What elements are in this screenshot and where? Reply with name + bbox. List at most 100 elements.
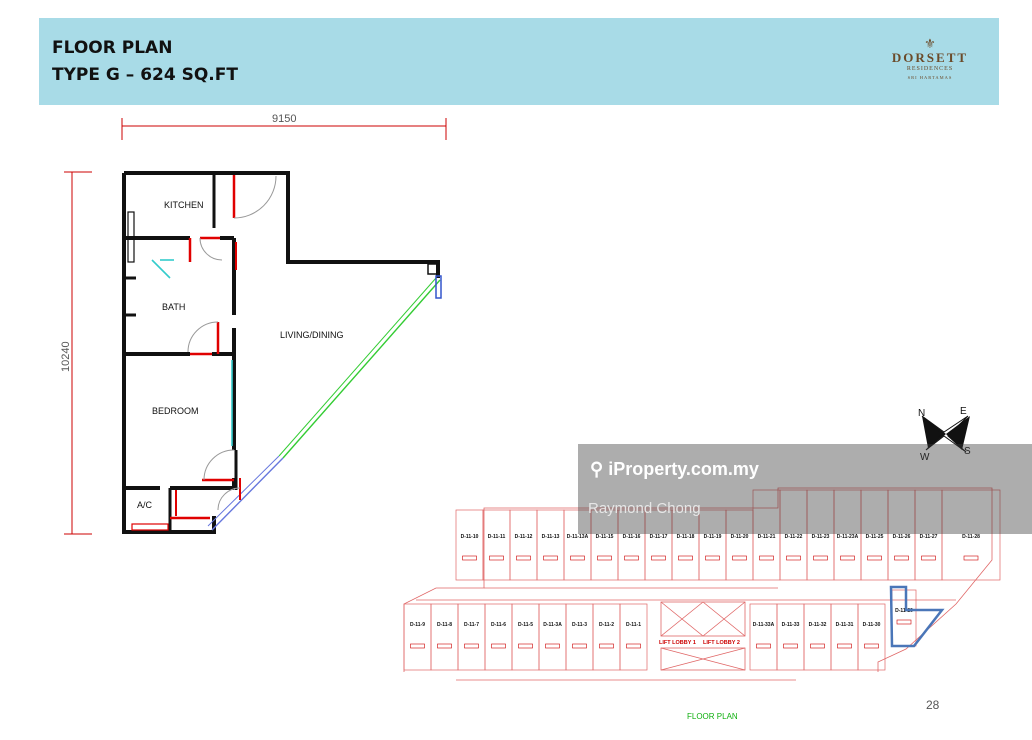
page-subtitle: TYPE G – 624 SQ.FT bbox=[52, 65, 238, 85]
door-swing bbox=[187, 321, 219, 353]
unit-label: D-11-3 bbox=[572, 622, 587, 628]
unit-label: D-11-32 bbox=[809, 622, 827, 628]
unit-cell bbox=[803, 603, 832, 671]
unit-type-tag bbox=[545, 643, 560, 649]
unit-label: D-11-3A bbox=[543, 622, 562, 628]
unit-label: D-11-19 bbox=[704, 534, 722, 540]
unit-cell bbox=[592, 603, 621, 671]
unit-type-tag bbox=[410, 643, 425, 649]
header-banner: FLOOR PLAN TYPE G – 624 SQ.FT ⚜ DORSETT … bbox=[39, 18, 999, 105]
unit-cell bbox=[509, 509, 538, 581]
unit-label: D-11-12 bbox=[515, 534, 533, 540]
unit-type-tag bbox=[759, 555, 774, 561]
unit-type-tag bbox=[678, 555, 693, 561]
glazing-blue bbox=[207, 455, 280, 527]
door-swing bbox=[203, 449, 235, 481]
unit-label: D-11-9 bbox=[410, 622, 425, 628]
unit-label: D-11-31 bbox=[836, 622, 854, 628]
unit-type-tag bbox=[599, 643, 614, 649]
unit-label: D-11-17 bbox=[650, 534, 668, 540]
unit-label: D-11-30 bbox=[863, 622, 881, 628]
unit-cell bbox=[482, 509, 511, 581]
unit-cell bbox=[830, 603, 859, 671]
logo-location: SRI HARTAMAS bbox=[907, 75, 953, 80]
unit-cell bbox=[455, 509, 484, 581]
page-title: FLOOR PLAN bbox=[52, 38, 173, 58]
unit-label: D-11-5 bbox=[518, 622, 533, 628]
unit-type-tag bbox=[491, 643, 506, 649]
unit-type-tag bbox=[464, 643, 479, 649]
room-label-ac: A/C bbox=[137, 500, 153, 510]
compass-needle bbox=[922, 416, 946, 448]
room-label-bath: BATH bbox=[162, 302, 185, 312]
unit-type-tag bbox=[651, 555, 666, 561]
compass-rose: N E S W bbox=[918, 406, 971, 463]
room-label-bedroom: BEDROOM bbox=[152, 406, 199, 416]
unit-type-tag bbox=[921, 555, 936, 561]
unit-floor-plan: 9150 10240 KITCHEN BATH LIVING/DIN bbox=[60, 113, 447, 535]
unit-type-tag bbox=[462, 555, 477, 561]
unit-label: D-11-26 bbox=[893, 534, 911, 540]
unit-type-tag bbox=[867, 555, 882, 561]
unit-cell bbox=[857, 603, 886, 671]
watermark-overlay bbox=[578, 444, 1032, 534]
unit-type-tag bbox=[489, 555, 504, 561]
unit-type-tag bbox=[543, 555, 558, 561]
location-pin-icon: ⚲ bbox=[590, 459, 604, 479]
unit-cell bbox=[776, 603, 805, 671]
unit-label: D-11-23 bbox=[812, 534, 830, 540]
unit-label: D-11-2 bbox=[599, 622, 614, 628]
logo-name: DORSETT bbox=[891, 50, 969, 65]
watermark-brand-text: iProperty.com.my bbox=[608, 459, 759, 479]
corner-column bbox=[427, 263, 439, 275]
unit-cell bbox=[538, 603, 567, 671]
logo-sub: RESIDENCES bbox=[906, 66, 954, 72]
unit-type-tag bbox=[783, 643, 798, 649]
unit-type-tag bbox=[597, 555, 612, 561]
unit-type-tag bbox=[570, 555, 585, 561]
unit-label: D-11-18 bbox=[677, 534, 695, 540]
lift-lobby-2: LIFT LOBBY 2 bbox=[703, 640, 740, 646]
unit-type-tag bbox=[626, 643, 641, 649]
unit-cell bbox=[749, 603, 778, 671]
logo-emblem-icon: ⚜ bbox=[924, 36, 936, 51]
outer-wall bbox=[124, 171, 440, 278]
unit-label: D-11-15 bbox=[596, 534, 614, 540]
unit-label: D-11-25 bbox=[866, 534, 884, 540]
room-label-kitchen: KITCHEN bbox=[164, 200, 204, 210]
unit-label: D-11-21 bbox=[758, 534, 776, 540]
glazing bbox=[282, 279, 441, 459]
unit-label: D-11-28 bbox=[962, 534, 980, 540]
unit-label: D-11-23A bbox=[837, 534, 859, 540]
unit-type-tag bbox=[732, 555, 747, 561]
keyplan-outline bbox=[403, 487, 993, 681]
outer-wall bbox=[122, 173, 216, 534]
unit-type-tag bbox=[786, 555, 801, 561]
window-frame bbox=[435, 275, 442, 299]
unit-type-tag bbox=[963, 555, 979, 561]
unit-type-tag bbox=[810, 643, 825, 649]
unit-type-tag bbox=[705, 555, 720, 561]
unit-type-tag bbox=[572, 643, 587, 649]
unit-label: D-11-13A bbox=[567, 534, 589, 540]
unit-label: D-11-27 bbox=[920, 534, 938, 540]
unit-cell bbox=[891, 589, 917, 647]
unit-cell bbox=[430, 603, 459, 671]
compass-e: E bbox=[960, 406, 967, 417]
compass-w: W bbox=[920, 452, 930, 463]
unit-label: D-11-16 bbox=[623, 534, 641, 540]
unit-type-tag bbox=[624, 555, 639, 561]
unit-cell bbox=[484, 603, 513, 671]
door-swing bbox=[217, 487, 241, 511]
shower-screen bbox=[151, 259, 171, 279]
unit-type-tag bbox=[896, 619, 912, 625]
unit-cell bbox=[511, 603, 540, 671]
compass-s: S bbox=[964, 446, 971, 457]
unit-label: D-11-22 bbox=[785, 534, 803, 540]
page-number: 28 bbox=[926, 698, 940, 712]
unit-label: D-11-13 bbox=[542, 534, 560, 540]
unit-label: D-11-11 bbox=[488, 534, 506, 540]
unit-cell bbox=[565, 603, 594, 671]
highlighted-unit-29 bbox=[889, 585, 945, 648]
